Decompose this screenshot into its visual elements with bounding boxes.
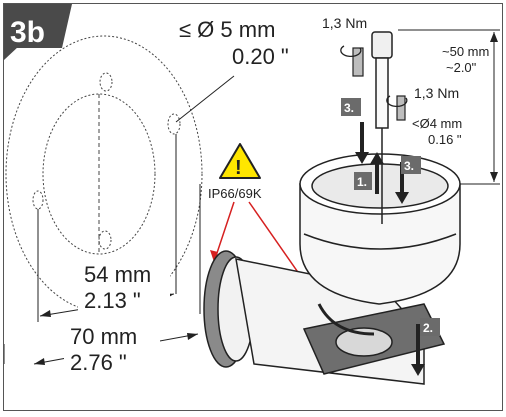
step-3b-box xyxy=(401,156,421,174)
camera-assembly xyxy=(203,153,461,385)
cable xyxy=(317,303,375,336)
torque-driver xyxy=(371,31,393,224)
outer-dim-in: 2.76 " xyxy=(70,350,127,375)
template-hole-top xyxy=(99,72,113,92)
rotation-arrow-left xyxy=(340,45,362,58)
step-3b-label: 3. xyxy=(404,159,414,173)
hole-diameter-mm: ≤ Ø 5 mm xyxy=(179,17,275,42)
inner-dim-label-bg xyxy=(78,260,170,316)
dim-arrow xyxy=(187,333,198,340)
step-badge-corner xyxy=(62,4,72,48)
step-badge-label: 3b xyxy=(10,16,45,49)
step-1-label: 1. xyxy=(357,175,367,189)
torque-top-label: 1,3 Nm xyxy=(322,15,367,31)
camera-housing xyxy=(299,183,461,305)
template-inner-circle xyxy=(42,93,156,255)
warning-symbol: ! xyxy=(235,157,242,179)
dim-arrow xyxy=(34,358,45,365)
insertion-arrows xyxy=(355,122,425,376)
hole-leader xyxy=(175,75,235,123)
inner-dim-in: 2.13 " xyxy=(84,288,141,313)
step-badge-bg xyxy=(4,4,62,48)
template-outer-circle xyxy=(5,35,203,313)
length-mm: ~50 mm xyxy=(442,44,489,59)
dim-arrow xyxy=(490,172,498,182)
driver-head xyxy=(371,31,393,59)
inner-dim-mm: 54 mm xyxy=(84,262,151,287)
length-in: ~2.0" xyxy=(446,60,477,75)
dim-arrow xyxy=(490,32,498,42)
screw-diameter-in: 0.16 " xyxy=(428,132,462,147)
step-2-box xyxy=(420,318,440,336)
screw-left xyxy=(352,47,364,77)
length-dimension xyxy=(398,29,500,185)
template-hole-right xyxy=(167,113,181,135)
warning-icon xyxy=(219,143,261,179)
housing-opening xyxy=(311,163,449,209)
housing-seam xyxy=(303,233,457,250)
warning-label: IP66/69K xyxy=(208,186,262,201)
template-hole-left xyxy=(32,190,44,210)
rotation-arrow-right xyxy=(386,95,408,108)
torque-screw-label: 1,3 Nm xyxy=(414,85,459,101)
base-hole xyxy=(335,327,393,357)
dim-arrow xyxy=(40,310,51,317)
drill-template xyxy=(5,35,203,313)
template-hole-bottom xyxy=(98,230,112,250)
outer-dim-label-bg xyxy=(64,322,160,378)
red-arrowhead xyxy=(210,250,218,262)
step-3-box xyxy=(341,98,361,116)
assembly-diagram: 3b ≤ Ø 5 mm 0.20 " 54 mm 2.13 " 70 mm 2.… xyxy=(3,3,503,411)
driver-shaft xyxy=(375,57,389,129)
step-1-box xyxy=(354,172,372,190)
screws xyxy=(352,47,406,121)
diagram-canvas: 3b ≤ Ø 5 mm 0.20 " 54 mm 2.13 " 70 mm 2.… xyxy=(4,4,500,385)
step-2-label: 2. xyxy=(423,321,433,335)
screw-right xyxy=(396,95,406,121)
screw-diameter-mm: <Ø4 mm xyxy=(412,116,462,131)
outer-dim-mm: 70 mm xyxy=(70,324,137,349)
hole-diameter-in: 0.20 " xyxy=(232,44,289,69)
step-3-label: 3. xyxy=(344,101,354,115)
